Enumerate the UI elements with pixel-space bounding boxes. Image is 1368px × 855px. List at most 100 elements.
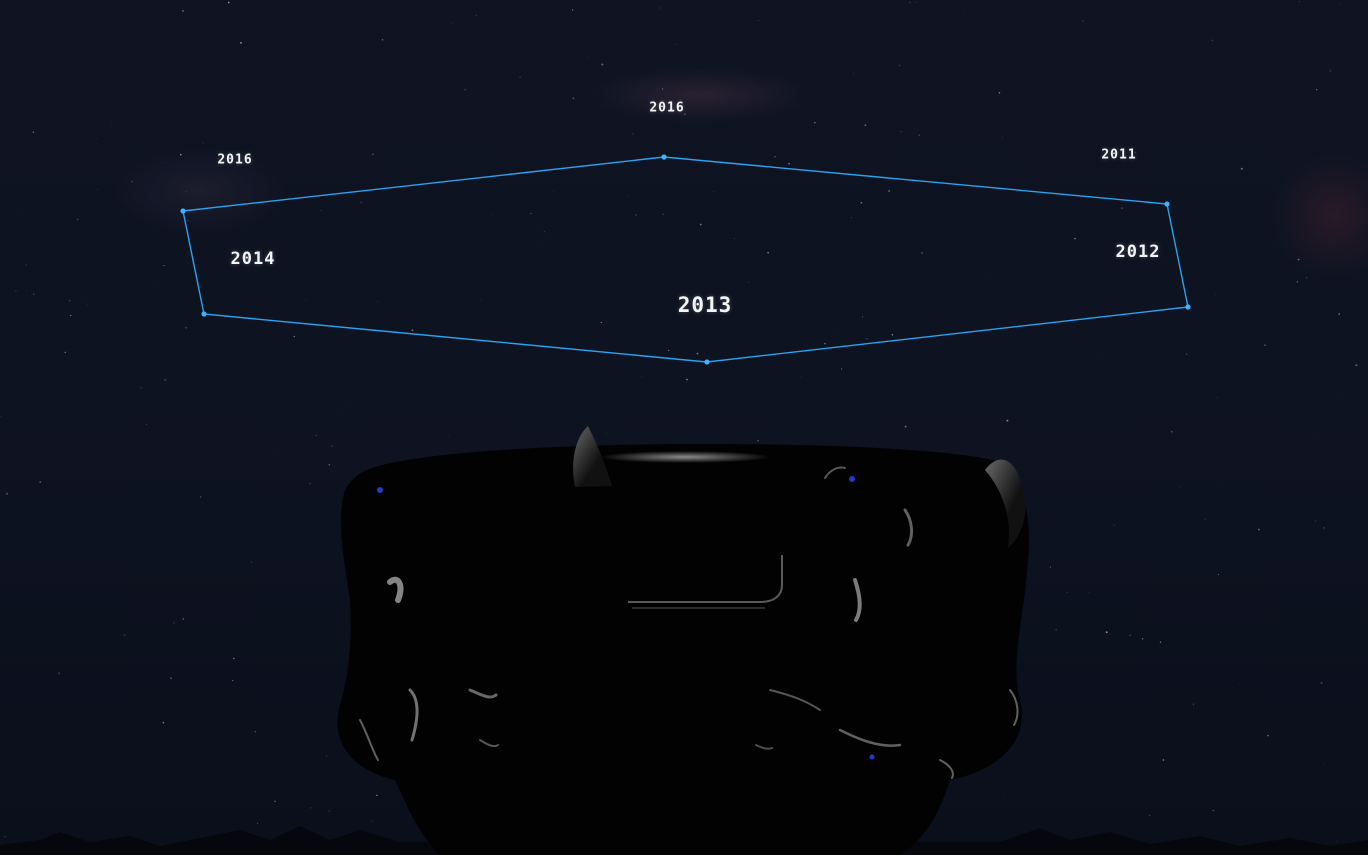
star xyxy=(1211,39,1214,42)
star xyxy=(748,282,749,283)
vertex-dot-left-bottom[interactable] xyxy=(201,311,207,317)
star xyxy=(1049,566,1051,568)
star xyxy=(1212,809,1214,812)
star xyxy=(145,423,148,425)
star xyxy=(1074,237,1076,240)
star xyxy=(1170,430,1173,433)
star xyxy=(33,293,35,295)
star xyxy=(632,133,634,135)
star xyxy=(315,434,318,437)
star xyxy=(161,161,163,163)
star xyxy=(87,303,89,305)
star xyxy=(202,142,204,144)
star xyxy=(1216,397,1218,399)
star xyxy=(1081,116,1082,118)
star xyxy=(915,2,916,3)
star xyxy=(451,23,453,24)
star xyxy=(1296,280,1299,283)
star xyxy=(480,299,482,300)
star xyxy=(1066,592,1068,593)
star xyxy=(464,88,466,91)
blue-light-right xyxy=(849,476,855,482)
star xyxy=(4,835,6,838)
year-label-right[interactable]: 2012 xyxy=(1115,242,1161,262)
year-label-top-left[interactable]: 2016 xyxy=(217,152,253,168)
star xyxy=(834,328,835,329)
glossy-highlights xyxy=(359,466,1019,779)
star xyxy=(1339,4,1340,5)
star xyxy=(1329,70,1332,72)
star xyxy=(200,496,202,498)
star xyxy=(1329,243,1331,245)
star xyxy=(185,326,187,329)
star xyxy=(231,679,234,682)
star xyxy=(96,137,97,139)
year-label-top-right[interactable]: 2011 xyxy=(1101,147,1137,163)
vertex-dot-right-top[interactable] xyxy=(1164,201,1170,207)
vertex-dot-bottom[interactable] xyxy=(704,359,710,365)
star xyxy=(600,321,602,324)
star xyxy=(187,220,189,222)
star xyxy=(163,265,165,267)
vertex-dot-right-bottom[interactable] xyxy=(1185,304,1191,310)
star xyxy=(587,57,589,58)
star xyxy=(230,31,231,33)
star xyxy=(519,76,521,78)
star xyxy=(1055,628,1057,631)
right-horn xyxy=(985,459,1026,548)
star xyxy=(1239,684,1241,685)
star xyxy=(58,672,61,675)
star xyxy=(233,657,235,660)
star xyxy=(182,10,184,12)
year-label-selected[interactable]: 2013 xyxy=(677,293,733,317)
star xyxy=(1179,486,1181,488)
star xyxy=(850,217,853,219)
star xyxy=(668,349,670,352)
star xyxy=(111,122,113,124)
star xyxy=(475,15,477,17)
star xyxy=(1306,277,1308,279)
star xyxy=(377,301,379,302)
star xyxy=(1338,313,1340,315)
star xyxy=(1097,352,1099,353)
star xyxy=(123,634,126,636)
star xyxy=(553,190,555,192)
star xyxy=(862,316,863,318)
star xyxy=(888,190,891,192)
star xyxy=(381,38,384,41)
star xyxy=(713,190,714,192)
star xyxy=(1006,419,1009,422)
star xyxy=(1243,643,1245,645)
star xyxy=(360,201,362,204)
star xyxy=(212,511,213,512)
star xyxy=(492,213,494,215)
vertex-dot-top[interactable] xyxy=(661,154,667,160)
star xyxy=(1120,207,1123,210)
star xyxy=(77,218,79,221)
star xyxy=(162,721,165,724)
star xyxy=(853,73,855,75)
star xyxy=(293,335,296,338)
star xyxy=(1204,519,1206,520)
star xyxy=(699,223,702,226)
star xyxy=(1299,1,1301,3)
star xyxy=(1240,167,1243,170)
year-label-left[interactable]: 2014 xyxy=(230,249,276,269)
star xyxy=(185,190,187,192)
star xyxy=(305,299,306,300)
vertex-dot-left-top[interactable] xyxy=(180,208,186,214)
star xyxy=(70,314,72,317)
star xyxy=(921,252,923,254)
star xyxy=(1135,152,1137,153)
model-body xyxy=(337,444,1029,855)
star xyxy=(18,209,19,211)
star xyxy=(1297,258,1300,261)
star xyxy=(1320,681,1323,684)
star xyxy=(1002,136,1003,138)
year-label-top-center[interactable]: 2016 xyxy=(649,100,685,116)
star xyxy=(847,84,848,86)
star xyxy=(153,280,155,281)
star xyxy=(814,121,816,124)
star xyxy=(69,300,71,302)
star xyxy=(683,113,686,116)
